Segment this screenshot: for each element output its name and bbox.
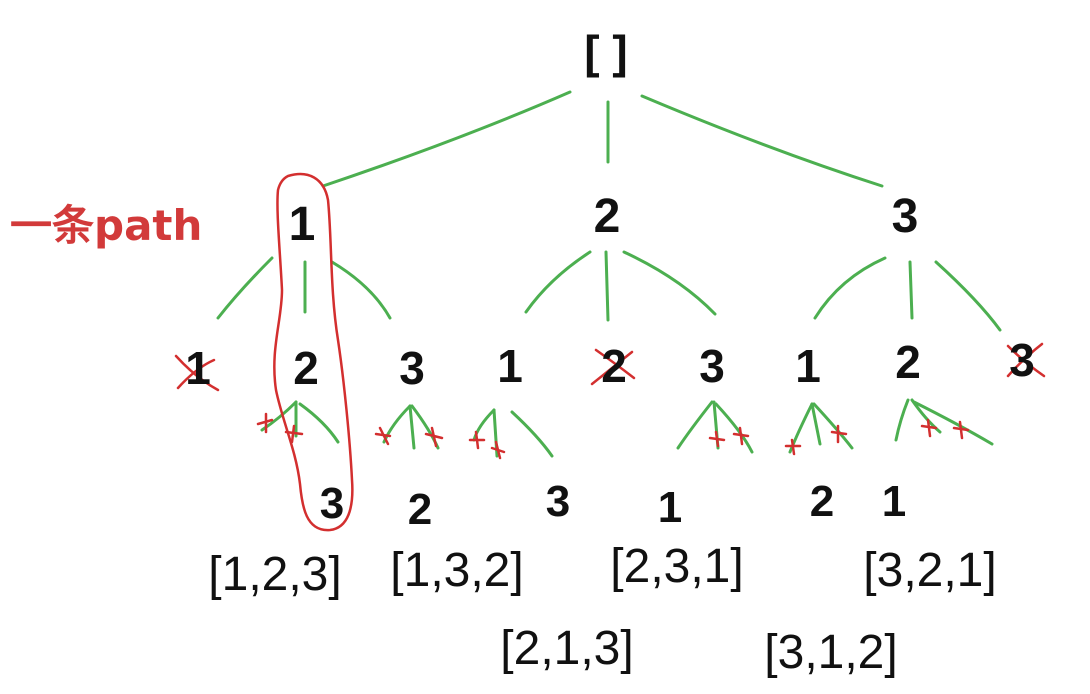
result-permutation-3: [2,1,3]	[500, 622, 633, 675]
level1-node-2: 2	[594, 190, 621, 243]
level2-node-1-2: 2	[293, 342, 319, 394]
path-highlight-outline	[273, 172, 354, 532]
edge-root-3	[640, 94, 884, 188]
prune-tick-32c	[952, 420, 970, 440]
level2-node-2-3: 3	[699, 340, 725, 392]
edge-12-c	[298, 402, 340, 444]
leaf-node-4: 1	[658, 483, 682, 532]
level1-edges	[216, 250, 1002, 332]
level2-node-3-2: 2	[895, 336, 921, 388]
edge-2-3	[622, 250, 717, 316]
prune-tick-32b	[920, 418, 938, 438]
edge-root-1	[321, 90, 572, 188]
leaf-node-1: 3	[320, 479, 344, 528]
result-permutation-5: [3,1,2]	[764, 626, 897, 679]
prune-cross-1	[174, 354, 220, 392]
level2-node-2-1: 1	[497, 340, 523, 392]
leaf-node-3: 3	[546, 477, 570, 526]
one-path-annotation: 一条path	[10, 201, 202, 250]
edge-32-a	[894, 398, 910, 442]
level2-node-3-3: 3	[1009, 334, 1035, 386]
level2-node-3-1: 1	[795, 340, 821, 392]
root-edges	[321, 90, 884, 188]
edge-21-a	[472, 408, 496, 442]
edge-13-b	[408, 404, 416, 450]
edge-3-2	[908, 260, 914, 320]
level1-node-1: 1	[289, 198, 316, 251]
result-permutation-4: [2,3,1]	[610, 540, 743, 593]
level2-node-1-1: 1	[185, 342, 211, 394]
edge-1-3	[330, 260, 392, 320]
edge-1-1	[216, 256, 274, 320]
result-permutation-1: [1,2,3]	[208, 548, 341, 601]
prune-tick-23c	[732, 426, 750, 446]
level2-node-2-2: 2	[601, 340, 627, 392]
prune-tick-12a	[256, 412, 274, 434]
prune-tick-13c	[424, 426, 444, 448]
level2-node-1-3: 3	[399, 342, 425, 394]
edge-2-2	[604, 250, 610, 322]
prune-tick-13a	[374, 426, 392, 446]
edge-3-1	[813, 256, 887, 320]
root-node: [ ]	[584, 26, 627, 78]
leaf-node-5: 2	[810, 477, 834, 526]
prune-tick-23b	[708, 430, 726, 448]
result-permutation-6: [3,2,1]	[863, 544, 996, 597]
prune-tick-31a	[784, 438, 802, 456]
prune-tick-21a	[468, 430, 486, 450]
edge-31-c	[812, 402, 854, 450]
level2-edges	[260, 398, 994, 458]
leaf-node-6: 1	[882, 477, 906, 526]
level1-node-3: 3	[892, 190, 919, 243]
edge-2-1	[524, 250, 592, 314]
edge-23-a	[676, 400, 714, 450]
edge-32-c	[912, 400, 994, 446]
prune-tick-21b	[490, 440, 506, 460]
edge-3-3	[934, 260, 1002, 332]
prune-marks	[174, 342, 1046, 460]
prune-cross-3	[1006, 342, 1046, 378]
edge-23-c	[714, 402, 754, 454]
leaf-node-2: 2	[408, 485, 432, 534]
prune-cross-2	[590, 348, 636, 386]
edge-31-a	[788, 402, 814, 454]
result-permutation-2: [1,3,2]	[390, 544, 523, 597]
prune-tick-31c	[830, 424, 848, 444]
edge-31-b	[810, 402, 822, 446]
edge-21-c	[510, 410, 554, 458]
